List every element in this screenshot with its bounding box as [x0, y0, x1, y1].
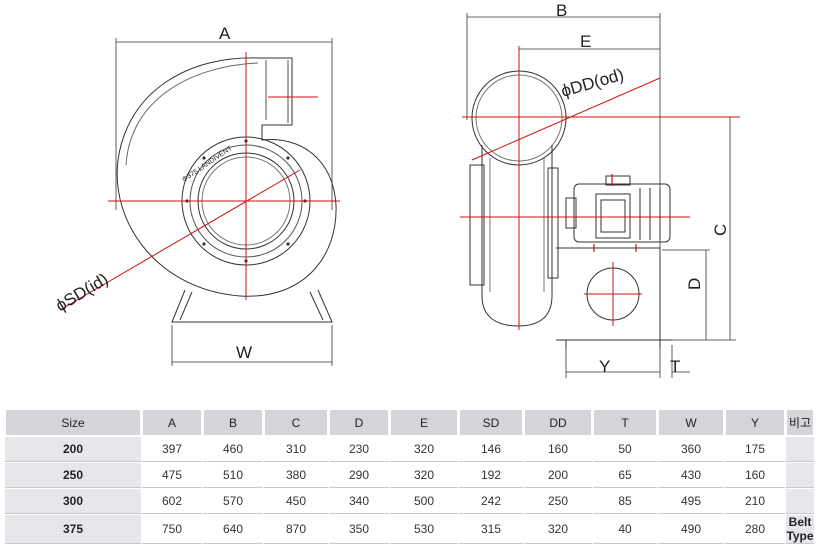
table-cell: 495: [658, 489, 724, 514]
size-cell: 250: [5, 463, 141, 488]
dim-w-label: W: [236, 343, 252, 362]
table-cell: 280: [725, 515, 785, 544]
col-header-t: T: [593, 409, 657, 436]
table-row: 375 750 640 870 350 530 315 320 40 490 2…: [5, 515, 814, 544]
motor-body: [573, 183, 671, 243]
note-cell: [786, 437, 814, 462]
col-header-size: Size: [5, 409, 141, 436]
front-centerlines: [59, 52, 340, 311]
front-base-stand: [171, 289, 333, 323]
dim-b-label: B: [556, 1, 567, 20]
col-header-w: W: [658, 409, 724, 436]
col-header-sd: SD: [459, 409, 523, 436]
table-cell: 146: [459, 437, 523, 462]
col-header-e: E: [390, 409, 458, 436]
table-cell: 210: [725, 489, 785, 514]
table-cell: 430: [658, 463, 724, 488]
table-cell: 490: [658, 515, 724, 544]
table-cell: 750: [142, 515, 202, 544]
table-cell: 250: [524, 489, 592, 514]
table-cell: 192: [459, 463, 523, 488]
table-cell: 510: [203, 463, 263, 488]
table-cell: 320: [390, 463, 458, 488]
table-row: 300 602 570 450 340 500 242 250 85 495 2…: [5, 489, 814, 514]
table-cell: 320: [524, 515, 592, 544]
table-cell: 870: [264, 515, 328, 544]
dimension-spec-table: Size A B C D E SD DD T W Y 비고 200 397 46…: [4, 408, 815, 545]
col-header-note: 비고: [786, 409, 814, 436]
table-cell: 570: [203, 489, 263, 514]
col-header-a: A: [142, 409, 202, 436]
table-cell: 50: [593, 437, 657, 462]
table-cell: 380: [264, 463, 328, 488]
table-cell: 200: [524, 463, 592, 488]
table-cell: 160: [524, 437, 592, 462]
table-cell: 40: [593, 515, 657, 544]
table-cell: 530: [390, 515, 458, 544]
note-cell: Belt Type: [786, 515, 814, 544]
table-cell: 340: [329, 489, 389, 514]
table-cell: 460: [203, 437, 263, 462]
table-cell: 397: [142, 437, 202, 462]
table-cell: 602: [142, 489, 202, 514]
table-cell: 315: [459, 515, 523, 544]
note-cell: [786, 489, 814, 514]
dim-d-label: D: [685, 278, 704, 290]
front-dimension-lines: [115, 38, 333, 366]
col-header-b: B: [203, 409, 263, 436]
dim-a-label: A: [219, 24, 231, 43]
col-header-d: D: [329, 409, 389, 436]
fan-dimension-drawing: A W ϕSD(id) Φ375 LANDIVENT: [52, 1, 740, 378]
table-cell: 350: [329, 515, 389, 544]
table-cell: 475: [142, 463, 202, 488]
size-cell: 300: [5, 489, 141, 514]
front-scroll-housing: [116, 57, 337, 297]
table-cell: 242: [459, 489, 523, 514]
dim-e-label: E: [580, 32, 591, 51]
col-header-dd: DD: [524, 409, 592, 436]
col-header-c: C: [264, 409, 328, 436]
table-cell: 290: [329, 463, 389, 488]
dim-c-label: C: [711, 224, 730, 236]
table-cell: 360: [658, 437, 724, 462]
table-cell: 230: [329, 437, 389, 462]
side-view: [469, 70, 672, 348]
table-row: 200 397 460 310 230 320 146 160 50 360 1…: [5, 437, 814, 462]
table-row: 250 475 510 380 290 320 192 200 65 430 1…: [5, 463, 814, 488]
table-cell: 320: [390, 437, 458, 462]
table-cell: 65: [593, 463, 657, 488]
dim-sd-label: ϕSD(id): [52, 269, 111, 315]
side-housing: [481, 145, 553, 327]
table-cell: 85: [593, 489, 657, 514]
table-header-row: Size A B C D E SD DD T W Y 비고: [5, 409, 814, 436]
table-cell: 500: [390, 489, 458, 514]
table-cell: 310: [264, 437, 328, 462]
col-header-y: Y: [725, 409, 785, 436]
size-cell: 375: [5, 515, 141, 544]
table-cell: 175: [725, 437, 785, 462]
dim-dd-label: ϕDD(od): [559, 65, 626, 101]
stamp-text: Φ375 LANDIVENT: [181, 145, 234, 184]
side-centerlines: [460, 46, 740, 330]
note-cell: [786, 463, 814, 488]
table-cell: 640: [203, 515, 263, 544]
dim-y-label: Y: [599, 357, 610, 376]
table-cell: 160: [725, 463, 785, 488]
side-dimension-lines: [466, 13, 736, 378]
dim-t-label: T: [670, 357, 680, 376]
size-cell: 200: [5, 437, 141, 462]
table-cell: 450: [264, 489, 328, 514]
